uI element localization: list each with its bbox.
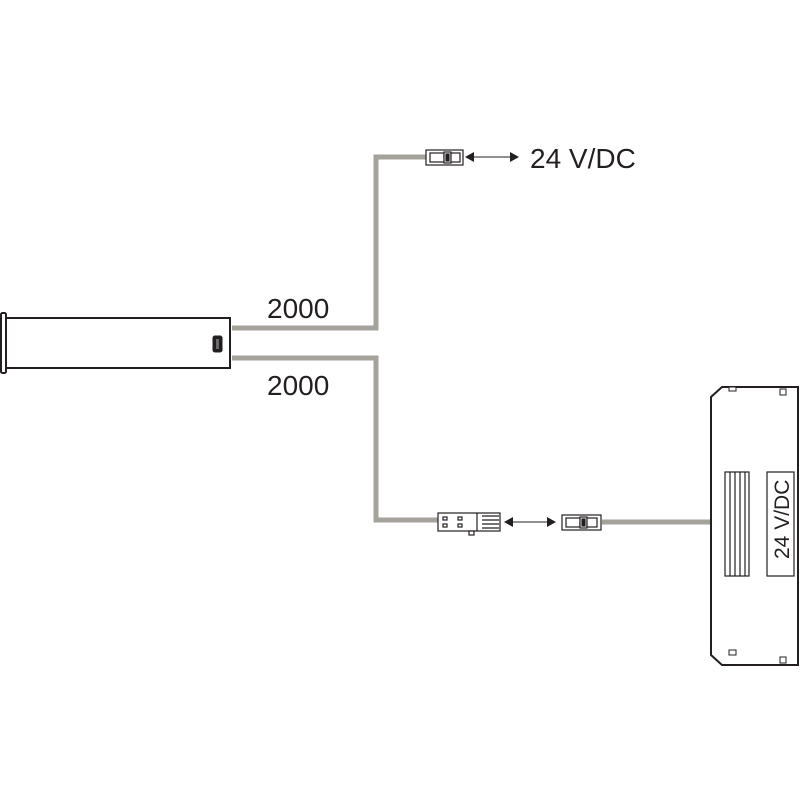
- mounting-tab-icon: [779, 656, 787, 664]
- power-supply-unit: [710, 386, 799, 666]
- power-supply-body: [710, 386, 799, 666]
- top-voltage-label: 24 V/DC: [530, 143, 636, 174]
- bottom-bidirectional-arrow-icon: [504, 517, 556, 527]
- bottom-female-connector-icon: [561, 514, 602, 531]
- top-cable-length-label: 2000: [267, 293, 329, 324]
- vent-grille-icon: [724, 471, 750, 577]
- bottom-male-connector-icon: [437, 512, 501, 536]
- cables: [232, 154, 712, 525]
- voltage-label-box: [766, 471, 795, 577]
- bottom-cable-length-label: 2000: [267, 370, 329, 401]
- sensor-led-highlight: [216, 339, 219, 349]
- mounting-tab-icon: [779, 388, 787, 396]
- sensor-body: [5, 317, 231, 369]
- mounting-tab-icon: [728, 649, 737, 656]
- top-connector-icon: [425, 149, 464, 166]
- power-supply-voltage-label: 24 V/DC: [771, 480, 794, 559]
- sensor-unit: [0, 312, 231, 374]
- bottom-cable: [232, 355, 438, 523]
- top-cable: [232, 154, 426, 331]
- mounting-tab-icon: [728, 386, 737, 392]
- top-bidirectional-arrow-icon: [465, 152, 519, 162]
